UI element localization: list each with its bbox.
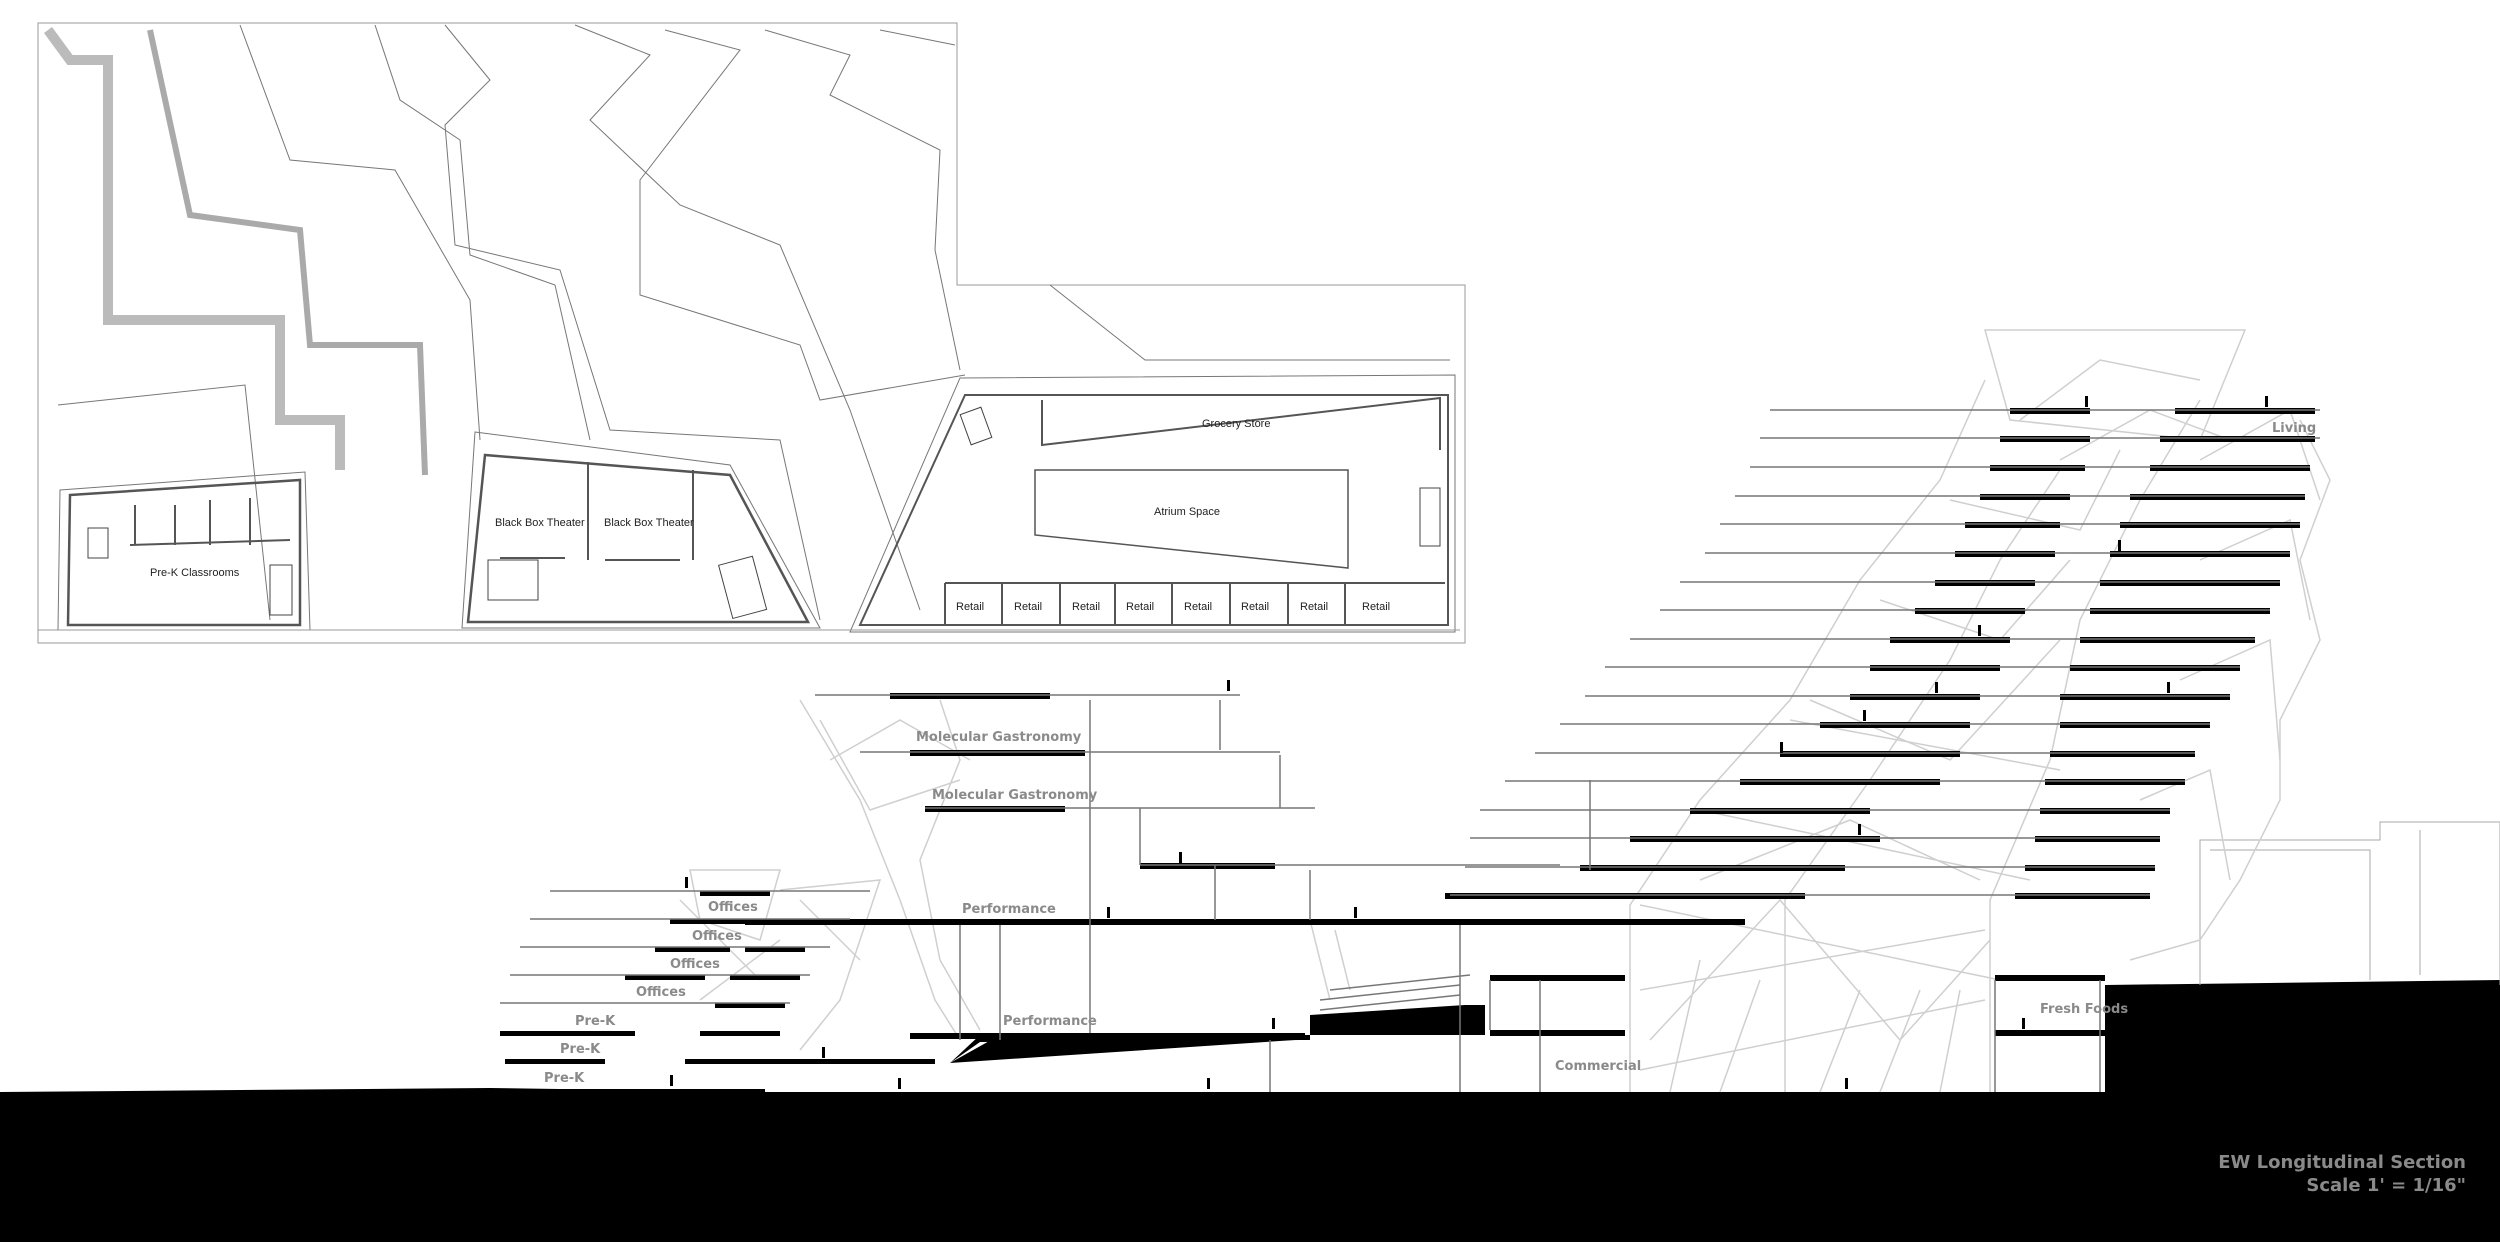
label-prek-classrooms: Pre-K Classrooms bbox=[150, 567, 240, 579]
label-performance-2: Performance bbox=[1003, 1014, 1097, 1029]
theater-block-outer bbox=[461, 431, 821, 629]
prek-block bbox=[66, 478, 302, 627]
grocery-block bbox=[858, 394, 1449, 626]
label-performance-1: Performance bbox=[962, 902, 1056, 917]
terrace-line-3 bbox=[444, 24, 821, 621]
theater-walls bbox=[500, 462, 694, 561]
label-retail: Retail bbox=[1184, 601, 1212, 613]
grocery-block-outer bbox=[849, 374, 1456, 633]
floor-slabs bbox=[485, 408, 2315, 1094]
label-offices-1: Offices bbox=[708, 900, 758, 915]
drawing-scale: Scale 1' = 1/16" bbox=[2306, 1175, 2466, 1196]
floor-lines bbox=[500, 409, 2320, 1092]
label-living: Living bbox=[2272, 421, 2316, 436]
floor-plan bbox=[37, 22, 1466, 644]
scale-figures bbox=[670, 396, 2268, 1089]
terrace-line-7 bbox=[879, 29, 956, 46]
grocery-stair bbox=[959, 406, 993, 446]
theater-elevator bbox=[717, 555, 768, 620]
label-offices-2: Offices bbox=[692, 929, 742, 944]
label-prek-2: Pre-K bbox=[560, 1042, 601, 1057]
label-black-box-theater-2: Black Box Theater bbox=[604, 517, 694, 529]
label-retail: Retail bbox=[1300, 601, 1328, 613]
label-commercial: Commercial bbox=[1555, 1059, 1641, 1074]
prek-block-inner bbox=[57, 471, 311, 631]
label-molecular-gastronomy-2: Molecular Gastronomy bbox=[932, 788, 1098, 803]
label-prek-1: Pre-K bbox=[575, 1014, 616, 1029]
retail-storefronts bbox=[944, 582, 1445, 625]
theater-stair bbox=[487, 559, 539, 601]
terrace-line-5 bbox=[639, 29, 966, 401]
label-black-box-theater-1: Black Box Theater bbox=[495, 517, 585, 529]
performance-stage-mass bbox=[950, 1005, 1485, 1063]
ground-mass bbox=[0, 980, 2500, 1242]
plan-frame bbox=[37, 22, 1466, 644]
label-retail: Retail bbox=[1072, 601, 1100, 613]
label-retail: Retail bbox=[1362, 601, 1390, 613]
site-line bbox=[1049, 284, 1450, 361]
label-atrium-space: Atrium Space bbox=[1154, 506, 1220, 518]
atrium-outline bbox=[1034, 469, 1349, 569]
label-retail: Retail bbox=[1241, 601, 1269, 613]
label-retail: Retail bbox=[1126, 601, 1154, 613]
terrace-line-1 bbox=[239, 24, 481, 441]
retail-labels: Retail Retail Retail Retail Retail Retai… bbox=[956, 601, 1390, 613]
neighbor-building bbox=[2199, 821, 2500, 985]
label-fresh-foods: Fresh Foods bbox=[2040, 1002, 2128, 1017]
terrace-line-2 bbox=[374, 24, 591, 441]
terrace-band bbox=[147, 29, 428, 476]
label-offices-3: Offices bbox=[670, 957, 720, 972]
drawing-title: EW Longitudinal Section bbox=[2218, 1152, 2466, 1173]
site-line bbox=[57, 384, 271, 621]
theater-block bbox=[466, 453, 811, 624]
terrace-band-thick bbox=[43, 27, 345, 470]
terrace-line-6 bbox=[764, 29, 961, 371]
label-prek-3: Pre-K bbox=[544, 1071, 585, 1086]
stage-ramp bbox=[950, 1035, 1310, 1063]
label-offices-4: Offices bbox=[636, 985, 686, 1000]
prek-partitions bbox=[129, 498, 291, 546]
label-grocery-store: Grocery Store bbox=[1202, 418, 1270, 430]
grocery-store-wall bbox=[1041, 396, 1441, 450]
grocery-elevator bbox=[1419, 487, 1441, 547]
prek-elevator bbox=[269, 564, 293, 616]
terrace-line-4 bbox=[574, 24, 921, 611]
prek-stair bbox=[87, 527, 109, 559]
label-retail: Retail bbox=[1014, 601, 1042, 613]
label-retail: Retail bbox=[956, 601, 984, 613]
label-molecular-gastronomy-1: Molecular Gastronomy bbox=[916, 730, 1082, 745]
